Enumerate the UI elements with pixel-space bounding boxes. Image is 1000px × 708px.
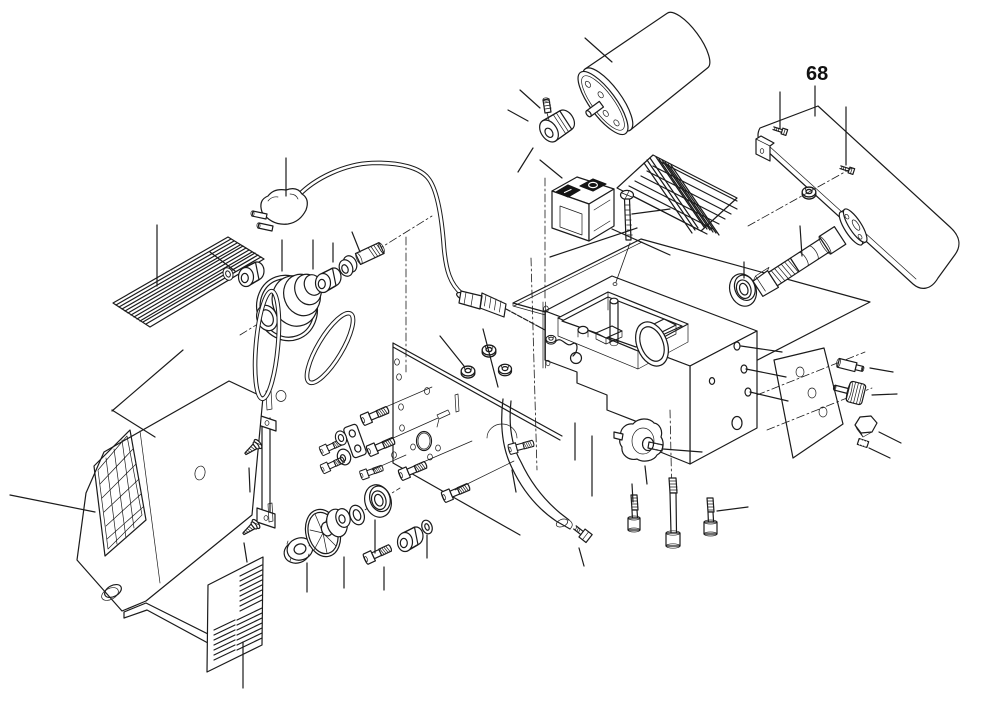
belt-guard-cover bbox=[755, 105, 960, 289]
flange-nut bbox=[497, 363, 513, 377]
bent-pin bbox=[436, 409, 451, 428]
handle-slot bbox=[101, 583, 122, 601]
foot-bracket bbox=[501, 398, 573, 530]
mounting-plate bbox=[391, 342, 563, 536]
motor bbox=[577, 11, 711, 136]
mount-screw bbox=[665, 477, 681, 549]
cap-screw bbox=[359, 403, 391, 427]
adjustment-plate bbox=[773, 347, 844, 459]
slide-rail bbox=[256, 389, 287, 529]
rating-label bbox=[206, 556, 264, 673]
cap-screw bbox=[361, 541, 394, 566]
cap-screw bbox=[506, 437, 536, 456]
mount-screw bbox=[703, 497, 718, 537]
coupling-set-screw bbox=[542, 97, 552, 121]
washer bbox=[348, 504, 366, 526]
v-belt bbox=[252, 288, 356, 402]
spoked-pulley bbox=[304, 508, 351, 558]
flange-nut bbox=[460, 365, 476, 379]
spacer-bushing bbox=[314, 267, 342, 294]
cap-screw bbox=[397, 458, 429, 482]
ring-opening bbox=[635, 321, 669, 367]
cover-tab bbox=[755, 135, 775, 162]
pulley-shaft bbox=[354, 241, 385, 266]
side-cover bbox=[76, 380, 264, 650]
vent-plate-right bbox=[616, 154, 738, 236]
clamp-pin bbox=[835, 357, 865, 373]
switch-screw bbox=[612, 189, 635, 286]
power-switch bbox=[551, 176, 615, 242]
o-ring bbox=[415, 430, 433, 452]
vent-plate-left bbox=[112, 236, 265, 328]
knurled-knob bbox=[832, 380, 867, 406]
label-text-lines bbox=[213, 564, 263, 661]
washer-pair bbox=[338, 255, 358, 277]
ring bbox=[275, 390, 287, 402]
power-cord bbox=[295, 160, 465, 297]
vent-grille bbox=[93, 429, 147, 557]
pin bbox=[454, 393, 460, 413]
ring-terminal bbox=[569, 351, 583, 365]
flange-nut bbox=[801, 186, 817, 200]
rubber-grommet bbox=[336, 448, 352, 466]
switch-button-off bbox=[579, 178, 607, 192]
hex-bolt bbox=[854, 415, 878, 438]
cover-foot-flange bbox=[123, 602, 223, 650]
hex-screw-foot bbox=[573, 525, 593, 544]
mount-screw bbox=[627, 494, 641, 533]
spindle-shaft bbox=[752, 208, 868, 297]
motor-mount bbox=[613, 418, 664, 462]
cable-gland bbox=[456, 290, 583, 365]
ball-bearing bbox=[359, 480, 397, 522]
pin bbox=[267, 502, 274, 523]
switch-button-on bbox=[555, 184, 581, 198]
spacer-bushing bbox=[396, 526, 424, 553]
motor-coupling bbox=[539, 109, 576, 143]
center-line bbox=[747, 167, 853, 227]
clamp-bracket bbox=[343, 423, 367, 459]
cover-bolt bbox=[772, 126, 789, 136]
small-washer bbox=[421, 519, 433, 535]
callout-68-label: 68 bbox=[806, 63, 828, 85]
cover-hole bbox=[194, 465, 206, 481]
power-plug bbox=[250, 188, 308, 232]
leader-lines bbox=[9, 37, 902, 689]
set-screw bbox=[856, 438, 870, 448]
